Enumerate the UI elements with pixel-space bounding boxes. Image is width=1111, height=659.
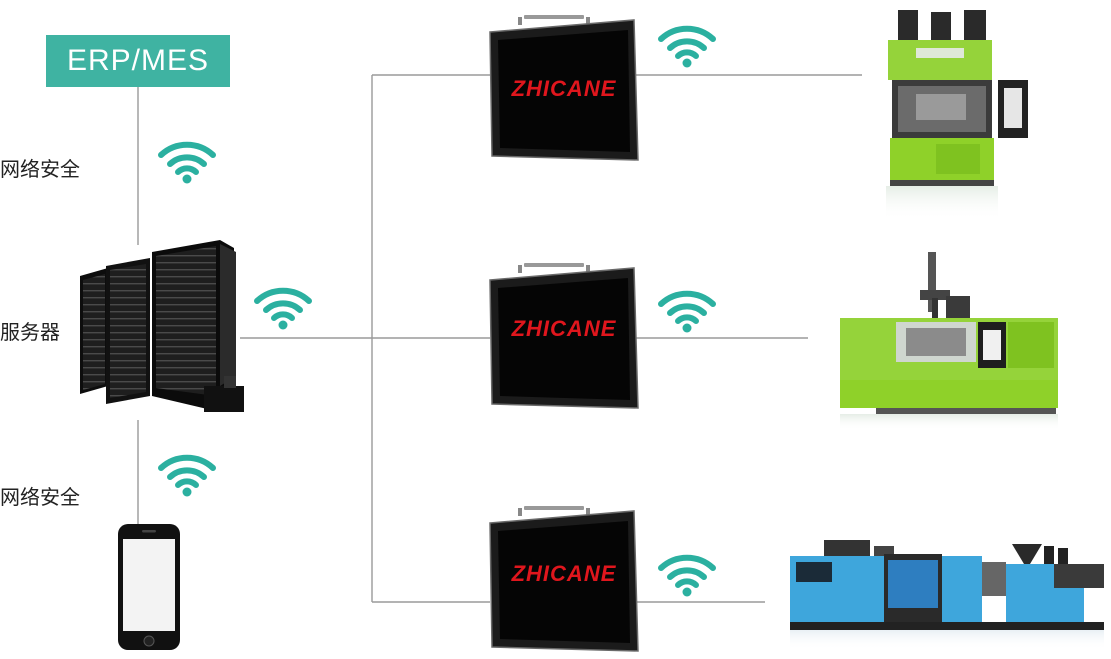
panel-brand: ZHICANE <box>511 561 617 586</box>
hmi-panel-icon: ZHICANE <box>489 15 639 161</box>
wifi-icon <box>658 25 716 68</box>
wifi-icon <box>158 141 216 184</box>
wifi-icon <box>658 290 716 333</box>
panel-brand: ZHICANE <box>511 316 617 341</box>
injection-molding-machine-icon <box>886 10 1028 220</box>
server-label: 服务器 <box>0 320 60 344</box>
injection-molding-machine-icon <box>790 540 1104 650</box>
hmi-panel-2: ZHICANE <box>488 262 640 414</box>
hmi-panel-1: ZHICANE <box>488 14 640 166</box>
network-security-label-bottom: 网络安全 <box>0 485 80 509</box>
wifi-icon <box>158 454 216 497</box>
server-rack-icon <box>80 240 244 412</box>
injection-molding-machine-icon <box>840 252 1058 430</box>
hmi-panel-icon: ZHICANE <box>489 263 639 409</box>
smartphone-icon <box>118 524 180 650</box>
hmi-panel-icon: ZHICANE <box>489 506 639 652</box>
panel-brand: ZHICANE <box>511 76 617 101</box>
wifi-icon <box>658 554 716 597</box>
hmi-panel-3: ZHICANE <box>488 505 640 657</box>
wifi-icon <box>254 287 312 330</box>
network-security-label-top: 网络安全 <box>0 157 80 181</box>
erp-mes-box: ERP/MES <box>46 35 230 87</box>
